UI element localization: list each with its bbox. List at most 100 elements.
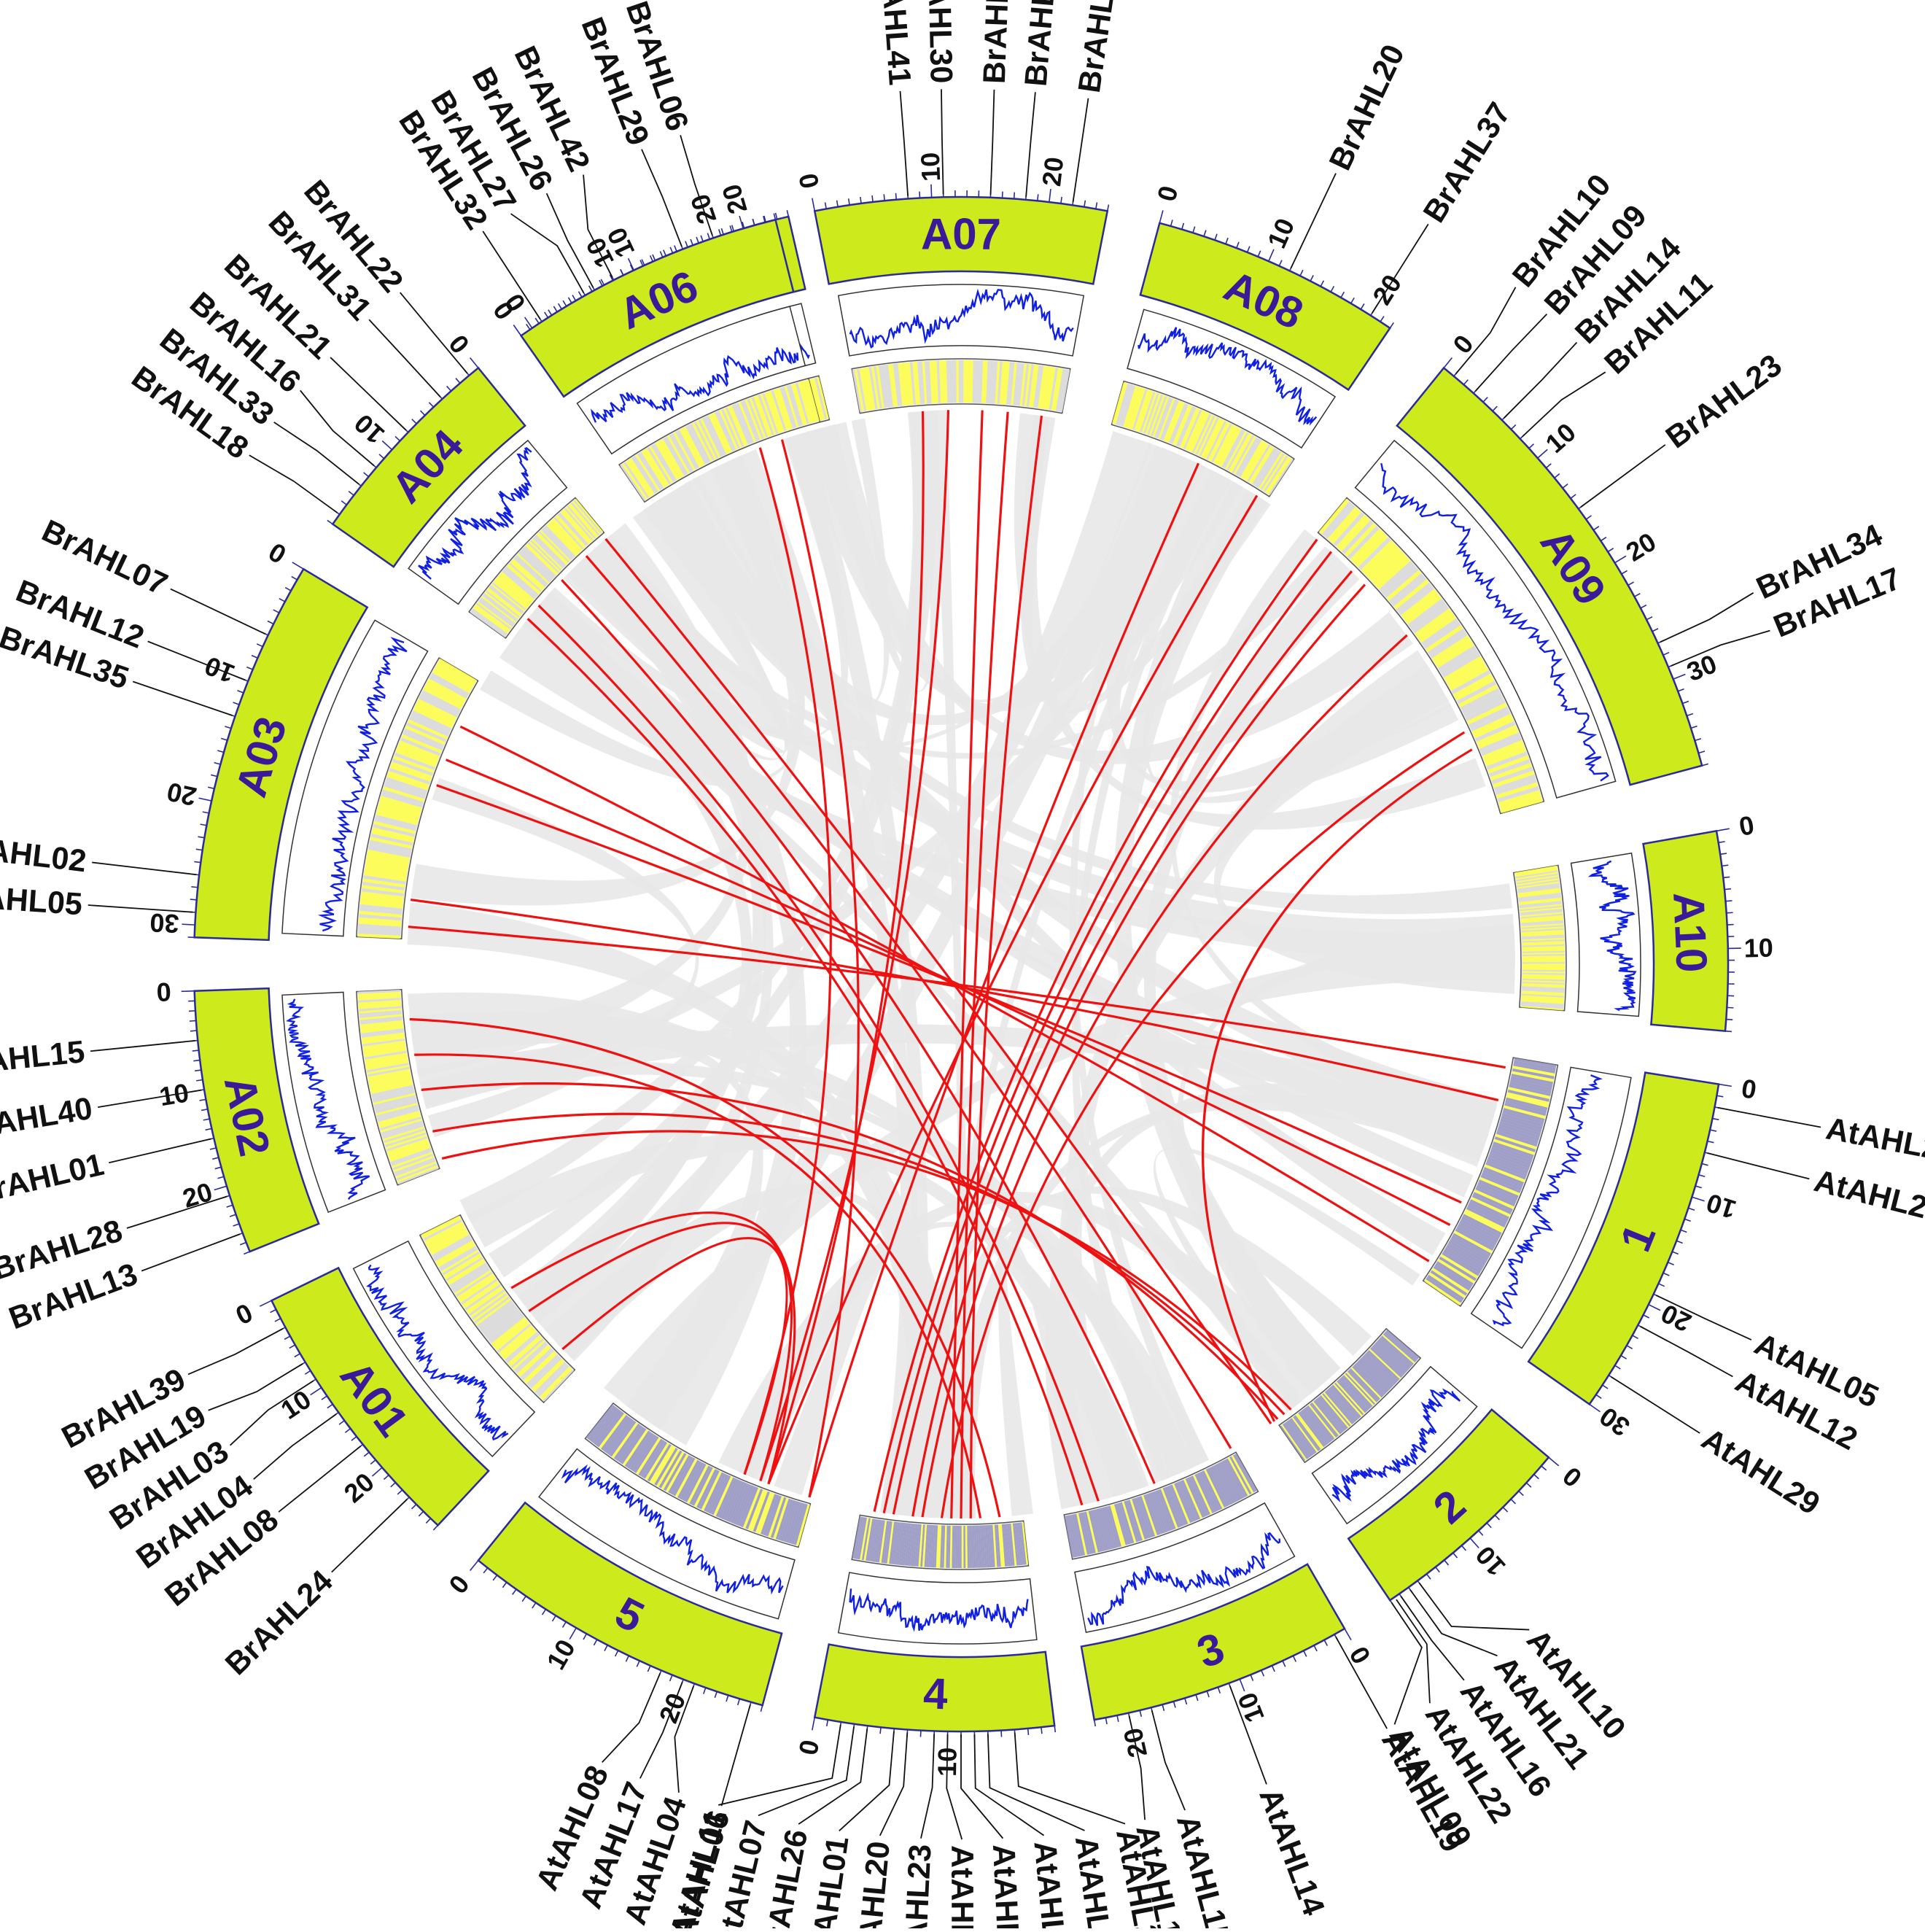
scale-tick [1293,1656,1296,1661]
scale-tick [233,1224,239,1226]
gene-leader-line [1660,593,1753,642]
scale-tick-label: 20 [716,181,753,217]
gene-leader-line [1026,92,1035,196]
scale-tick [1725,1031,1732,1032]
scale-tick [208,787,214,788]
gene-label-atahl14: AtAHL14 [1252,1784,1331,1920]
scale-tick [305,1370,311,1374]
scale-tick [1699,1175,1706,1176]
scale-tick [563,300,567,306]
scale-tick [1380,317,1384,322]
scale-tick [1049,189,1051,202]
scale-tick [447,386,451,391]
gene-leader-line [141,1234,240,1270]
gene-label-brahl05: BrAHL05 [0,878,83,922]
scale-tick [292,562,303,569]
scale-tick [1691,726,1698,729]
scale-tick [1300,270,1303,276]
scale-tick [1724,889,1731,890]
gene-leader-line [1152,1710,1185,1810]
scale-tick [372,1467,382,1476]
scale-tick [1627,1346,1633,1349]
scale-tick [1682,701,1688,703]
scale-tick [1511,1500,1515,1504]
scale-tick-label: 10 [1703,1187,1740,1225]
gene-leader-line [1475,314,1547,392]
scale-tick [522,1596,526,1601]
scale-tick [559,303,562,309]
scale-tick [1615,556,1626,562]
scale-tick [345,1429,350,1432]
scale-tick-label: 10 [1540,417,1582,459]
gene-label-brahl25: BrAHL25 [977,0,1017,85]
scale-tick-label: 0 [793,171,825,190]
scale-tick [1622,570,1628,574]
scale-tick [1541,1466,1547,1470]
gene-leader-line [880,1732,908,1835]
scale-tick [1633,1335,1638,1338]
scale-tick [1105,1718,1107,1724]
scale-tick [295,1354,300,1357]
scale-tick [553,306,557,312]
scale-tick [704,1688,706,1694]
gene-label-brahl23: BrAHL23 [1660,348,1789,456]
scale-tick [214,763,221,764]
scale-tick [726,1695,728,1702]
scale-tick [1479,1531,1483,1536]
scale-tick [532,1603,536,1608]
scale-tick [182,991,195,992]
heatmap-cell [1522,963,1565,965]
scale-tick [604,1645,607,1651]
scale-tick [199,798,212,801]
scale-tick-label: 0 [1447,329,1479,359]
scale-tick [470,357,478,368]
heatmap-cell [957,1526,960,1568]
scale-tick [1444,357,1452,368]
scale-tick [1084,201,1085,207]
gene-leader-line [721,1705,750,1806]
gene-leader-line [1420,1583,1530,1630]
scale-tick [193,1060,200,1061]
scale-tick [196,849,203,850]
scale-tick [470,1561,478,1571]
scale-tick [211,775,217,776]
gene-leader-line [274,422,359,484]
scale-tick [206,1128,212,1130]
scale-tick [1094,1720,1096,1726]
scale-tick [1663,1273,1669,1276]
scale-tick [1596,1394,1601,1398]
scale-tick [1652,629,1658,632]
scale-tick [1096,203,1097,209]
gene-label-brahl01: BrAHL01 [0,1147,107,1211]
scale-tick [825,203,827,209]
scale-tick-label: 20 [338,1467,380,1508]
scale-tick [1641,605,1646,608]
scale-tick [1248,247,1250,252]
scale-tick [217,750,224,752]
scale-tick [195,1070,201,1071]
gene-leader-line [188,1329,283,1375]
scale-tick [1659,1284,1665,1287]
scale-tick [827,1720,828,1726]
scale-tick [1716,829,1730,831]
scale-tick [1673,674,1686,679]
scale-tick [1590,1404,1601,1411]
scale-tick [203,1119,210,1120]
scale-tick [1538,449,1548,458]
scale-tick-label: 30 [1594,1401,1635,1443]
gene-leader-line [332,1500,408,1572]
scale-tick [1279,260,1282,266]
scale-tick [1511,424,1515,429]
scale-tick [1321,281,1323,287]
scale-tick [1193,227,1195,233]
scale-tick [513,325,521,336]
scale-tick [1061,197,1062,203]
scale-tick [370,1460,376,1464]
scale-tick [244,1252,249,1254]
scale-tick [542,1609,546,1615]
heatmap-cell [1522,962,1565,963]
scale-tick [502,1582,506,1587]
scale-tick [1628,582,1634,585]
scale-tick [1727,912,1733,913]
